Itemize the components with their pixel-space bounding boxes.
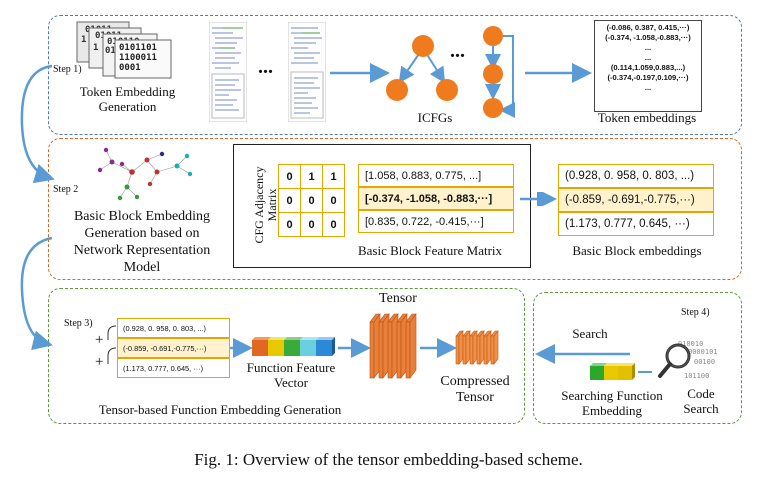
plus-bracket (107, 325, 117, 364)
bb-embedding-row: (0.928, 0. 958, 0. 803, ...) (558, 164, 714, 188)
basic-block-generation-label: Basic Block Embedding Generation based o… (56, 208, 228, 276)
step2-label: Step 2 (53, 184, 79, 195)
token-emb-row: (0.114,1.059,0.883,...) (610, 63, 686, 72)
step3-graphics (230, 313, 499, 379)
step4-label: Step 4) (681, 307, 710, 318)
mag-text: 0000101 (688, 348, 718, 356)
mag-text: 101100 (684, 372, 709, 380)
code-search-line1: Code (687, 386, 715, 401)
adj-cell: 1 (300, 164, 323, 189)
searching-line2: Embedding (582, 403, 642, 418)
searching-function-embedding-label: Searching Function Embedding (548, 388, 676, 418)
code-listing-1 (208, 21, 248, 123)
adj-cell: 0 (300, 212, 323, 237)
step3-title: Tensor-based Function Embedding Generati… (98, 402, 342, 417)
adjacency-matrix: 0 1 1 0 0 0 0 0 0 (278, 164, 345, 237)
adj-cell: 0 (278, 188, 301, 213)
step2-arrow (520, 192, 557, 206)
icfgs-label: ICFGs (417, 110, 453, 125)
step2-panel (48, 138, 742, 280)
step1-panel (48, 15, 742, 135)
token-emb-row: (-0.374,-0.197,0.109,···) (607, 73, 689, 82)
bb-embedding-row: (-0.859, -0.691,-0.775,···) (558, 188, 714, 212)
plus-sign-2: + (95, 354, 104, 370)
fn-row: (1.173, 0.777, 0.645, ···) (117, 358, 230, 378)
ffv-line1: Function Feature (246, 360, 336, 375)
ffv-line2: Vector (274, 375, 308, 390)
feature-row: [0.835, 0.722, -0.415,···] (358, 210, 514, 233)
token-embedding-generation-label: Token Embedding Generation (75, 84, 180, 114)
step-flow-arrows (20, 64, 55, 351)
step1-ellipsis-2: ... (450, 40, 465, 62)
step1-ellipsis-1: ... (258, 56, 273, 78)
bb-gen-line3: Network Representation (73, 243, 211, 258)
feature-matrix-caption: Basic Block Feature Matrix (357, 243, 503, 258)
plus-sign-1: + (95, 332, 104, 348)
compressed-tensor-label: Compressed Tensor (430, 374, 520, 406)
search-label: Search (572, 326, 608, 341)
step1-label: Step 1) (53, 64, 82, 75)
svg-text:0101101: 0101101 (119, 43, 157, 53)
token-gen-line1: Token Embedding (79, 84, 176, 99)
mag-text: 00100 (694, 358, 715, 366)
network-graph-icon (97, 147, 193, 201)
token-emb-row: (-0.086, 0.387, 0.415,···) (606, 23, 690, 32)
fn-row: (-0.859, -0.691,-0.775,···) (117, 338, 230, 358)
bb-gen-line1: Basic Block Embedding (73, 209, 211, 224)
adj-cell: 0 (278, 164, 301, 189)
bb-gen-line2: Generation based on (84, 226, 200, 241)
bb-embeddings-caption: Basic Block embeddings (572, 243, 702, 258)
code-listing-2 (287, 21, 327, 123)
svg-text:1100011: 1100011 (119, 53, 157, 63)
token-emb-row: ... (644, 83, 652, 92)
bb-embedding-row: (1.173, 0.777, 0.645, ···) (558, 212, 714, 236)
svg-text:0001: 0001 (119, 63, 141, 73)
compressed-line2: Tensor (456, 390, 494, 405)
feature-row: [-0.374, -1.058, -0.883,···] (358, 187, 514, 210)
fn-row: (0.928, 0. 958, 0. 803, ...) (117, 318, 230, 338)
step3-label: Step 3) (64, 318, 93, 329)
figure-caption: Fig. 1: Overview of the tensor embedding… (194, 450, 583, 469)
step4-panel (533, 292, 742, 424)
adj-cell: 1 (322, 164, 345, 189)
step3-panel (48, 288, 525, 424)
adj-cell: 0 (300, 188, 323, 213)
bb-gen-line4: Model (123, 260, 161, 275)
token-emb-row: ... (644, 53, 652, 62)
adjacency-label: CFG Adjacency Matrix (252, 155, 279, 255)
searching-line1: Searching Function (561, 388, 663, 403)
token-embeddings-caption: Token embeddings (597, 110, 697, 125)
icfg-graphs (330, 26, 592, 118)
compressed-line1: Compressed (440, 374, 510, 389)
adj-cell: 0 (322, 212, 345, 237)
token-gen-line2: Generation (98, 99, 157, 114)
code-search-label: Code Search (676, 386, 726, 416)
step4-graphics (535, 344, 652, 380)
mag-text: 010010 (678, 340, 703, 348)
token-emb-row: ... (644, 43, 652, 52)
tensor-label: Tensor (379, 291, 417, 306)
function-feature-vector-label: Function Feature Vector (236, 360, 346, 390)
adj-cell: 0 (322, 188, 345, 213)
token-embeddings-box: (-0.086, 0.387, 0.415,···) (-0.374, -1.0… (594, 20, 702, 112)
code-search-magnifier-icon: 010010 0000101 00100 101100 (654, 338, 734, 384)
token-emb-row: (-0.374, -1.058,-0.883,···) (605, 33, 691, 42)
feature-row: [1.058, 0.883, 0.775, ...] (358, 164, 514, 187)
adj-cell: 0 (278, 212, 301, 237)
code-search-line2: Search (683, 401, 719, 416)
binary-files-icon: 01011 1 0 01011 1 010110 010110 010110 0… (75, 20, 173, 80)
